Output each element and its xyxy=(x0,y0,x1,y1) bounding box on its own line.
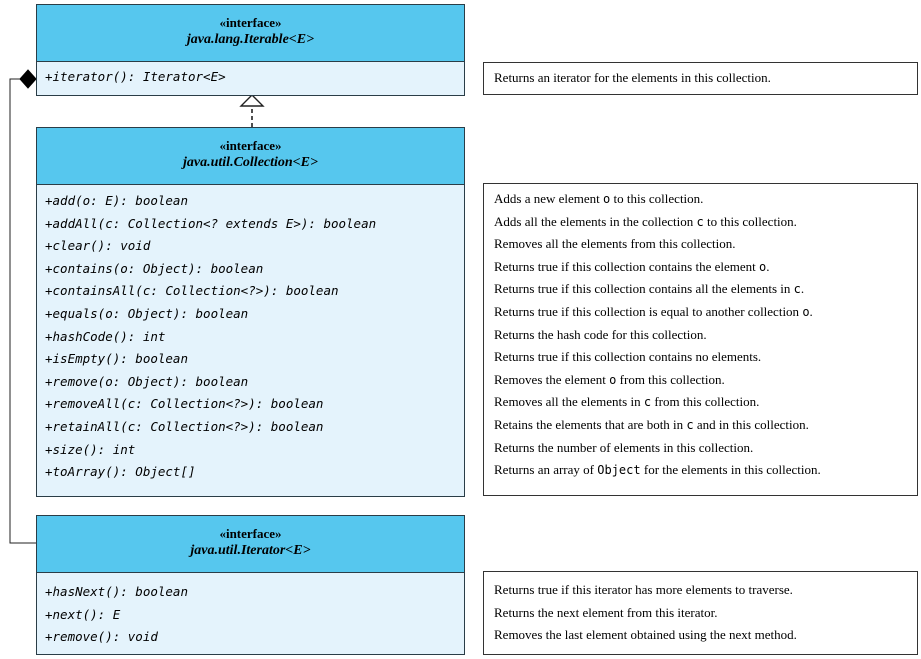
method-description: Adds all the elements in the collection … xyxy=(494,214,797,230)
class-name: java.util.Iterator<E> xyxy=(190,543,311,558)
method-description: Adds a new element o to this collection. xyxy=(494,191,703,207)
method-signature: +remove(): void xyxy=(45,629,158,644)
description-text: Removes all the elements in xyxy=(494,394,644,410)
code-term: c xyxy=(686,418,694,432)
description-text: Returns true if this iterator has more e… xyxy=(494,582,793,597)
method-signature: +hasNext(): boolean xyxy=(45,584,188,599)
description-text: . xyxy=(766,258,770,274)
description-box-iterator: Returns true if this iterator has more e… xyxy=(483,571,918,655)
description-text: Returns true if this collection contains… xyxy=(494,349,762,365)
stereotype-label: «interface» xyxy=(219,15,282,30)
description-text: to this collection. xyxy=(610,191,704,206)
class-iterator[interactable]: «interface» java.util.Iterator<E> +hasNe… xyxy=(36,515,465,655)
description-text: Removes all the elements from this colle… xyxy=(494,236,736,252)
method-list: +iterator(): Iterator<E> xyxy=(37,62,464,95)
method-signature: +hashCode(): int xyxy=(45,328,166,344)
composition-line xyxy=(9,69,37,544)
description-text: Returns true if this collection contains… xyxy=(494,258,759,274)
method-signature: +isEmpty(): boolean xyxy=(45,351,188,367)
method-list: +hasNext(): boolean +next(): E +remove(): … xyxy=(37,573,464,654)
composition-diamond-icon xyxy=(19,69,37,89)
method-description: Removes the last element obtained using … xyxy=(494,627,797,643)
method-signature: +equals(o: Object): boolean xyxy=(45,306,249,321)
method-description: Returns true if this collection is equal… xyxy=(494,304,813,320)
description-text: Adds a new element xyxy=(494,191,604,206)
method-signature: +removeAll(c: Collection<?>): boolean xyxy=(45,396,324,412)
method-description: Returns true if this iterator has more e… xyxy=(494,582,793,598)
method-signature: +retainAll(c: Collection<?>): boolean xyxy=(45,419,324,434)
method-signature: +add(o: E): boolean xyxy=(45,193,188,208)
description-text: Returns the number of elements in this c… xyxy=(494,439,754,455)
description-text: Returns true if this collection contains… xyxy=(494,281,794,297)
method-description: Retains the elements that are both in c … xyxy=(494,417,809,433)
code-term: c xyxy=(643,395,652,410)
class-header: «interface» java.lang.Iterable<E> xyxy=(37,5,464,62)
description-text: Returns the hash code for this collectio… xyxy=(494,326,707,342)
code-term: Object xyxy=(597,463,641,478)
method-description: Returns an array of Object for the eleme… xyxy=(494,462,821,478)
method-description: Returns the number of elements in this c… xyxy=(494,440,753,456)
description-text: . xyxy=(800,281,805,297)
description-text: Retains the elements that are both in xyxy=(494,417,687,432)
code-term: c xyxy=(696,214,704,229)
method-description: Removes all the elements from this colle… xyxy=(494,236,736,252)
method-signature: +clear(): void xyxy=(45,238,151,254)
method-description: Removes the element o from this collecti… xyxy=(494,372,725,388)
description-text: Returns an iterator for the elements in … xyxy=(494,70,771,85)
class-header: «interface» java.util.Iterator<E> xyxy=(37,516,464,573)
class-name: java.util.Collection<E> xyxy=(183,155,318,170)
class-collection[interactable]: «interface» java.util.Collection<E> +add… xyxy=(36,127,465,497)
code-term: c xyxy=(793,282,801,297)
method-list: +add(o: E): boolean +addAll(c: Collection… xyxy=(37,185,464,496)
method-description: Removes all the elements in c from this … xyxy=(494,394,759,410)
code-term: o xyxy=(802,305,810,319)
stereotype-label: «interface» xyxy=(219,526,282,541)
method-description: Returns true if this collection contains… xyxy=(494,349,761,365)
description-box-collection: Adds a new element o to this collection.… xyxy=(483,183,918,496)
description-text: and in this collection. xyxy=(693,417,809,432)
method-signature: +iterator(): Iterator<E> xyxy=(45,69,226,84)
class-name: java.lang.Iterable<E> xyxy=(186,32,315,47)
description-text: from this collection. xyxy=(651,394,760,410)
method-description: Returns the next element from this itera… xyxy=(494,605,717,621)
hollow-triangle-icon xyxy=(239,94,265,107)
description-text: Returns an array of xyxy=(494,462,598,478)
method-signature: +next(): E xyxy=(45,606,121,622)
method-signature: +contains(o: Object): boolean xyxy=(45,260,264,276)
code-term: o xyxy=(609,372,617,387)
description-text: . xyxy=(809,304,813,319)
method-description: Returns an iterator for the elements in … xyxy=(494,70,771,86)
description-text: Removes the last element obtained using … xyxy=(494,627,797,642)
method-signature: +size(): int xyxy=(45,441,136,457)
method-description: Returns true if this collection contains… xyxy=(494,259,769,275)
description-text: Returns true if this collection is equal… xyxy=(494,304,803,319)
method-signature: +containsAll(c: Collection<?>): boolean xyxy=(45,283,339,299)
method-description: Returns true if this collection contains… xyxy=(494,281,804,297)
class-header: «interface» java.util.Collection<E> xyxy=(37,128,464,185)
class-iterable[interactable]: «interface» java.lang.Iterable<E> +itera… xyxy=(36,4,465,96)
description-text: Adds all the elements in the collection xyxy=(494,213,697,229)
inheritance-arrow xyxy=(239,94,265,127)
description-text: for the elements in this collection. xyxy=(640,462,821,478)
description-text: to this collection. xyxy=(703,213,797,229)
code-term: o xyxy=(603,192,611,206)
method-signature: +remove(o: Object): boolean xyxy=(45,373,249,389)
code-term: o xyxy=(758,259,767,274)
description-box-iterable: Returns an iterator for the elements in … xyxy=(483,62,918,95)
stereotype-label: «interface» xyxy=(219,138,282,153)
description-text: Returns the next element from this itera… xyxy=(494,604,718,620)
description-text: from this collection. xyxy=(616,371,725,387)
description-text: Removes the element xyxy=(494,371,610,387)
method-signature: +toArray(): Object[] xyxy=(45,464,196,480)
method-description: Returns the hash code for this collectio… xyxy=(494,327,707,343)
method-signature: +addAll(c: Collection<? extends E>): boo… xyxy=(45,215,377,231)
